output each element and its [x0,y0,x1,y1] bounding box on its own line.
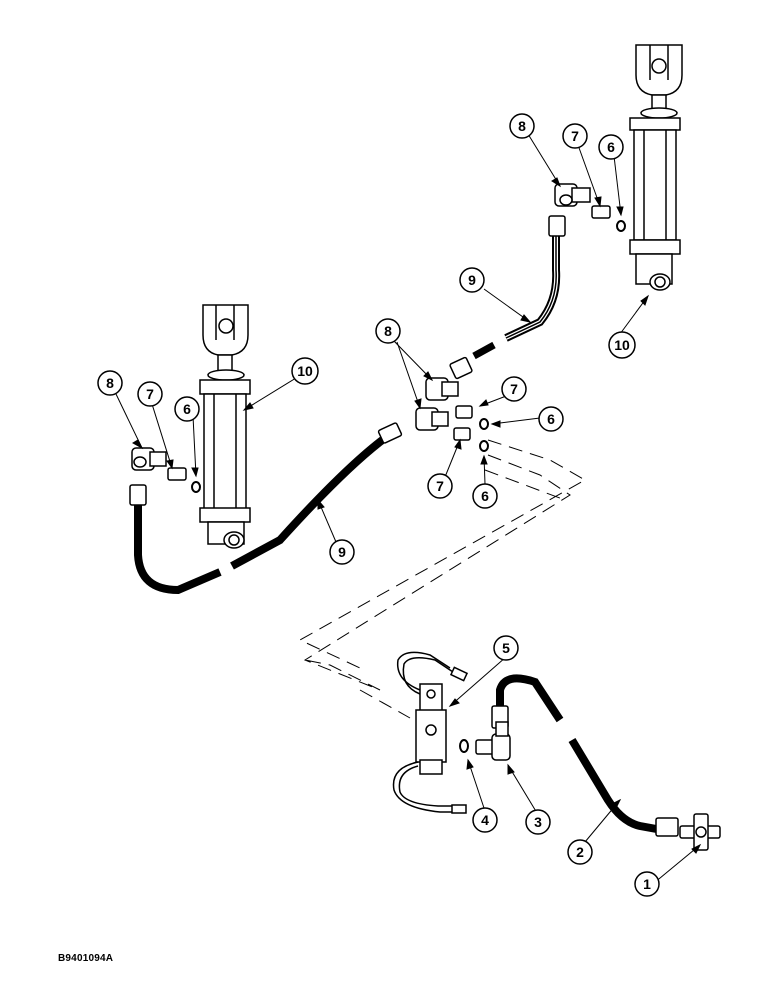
cylinder-left [199,304,251,549]
callout-6-label: 6 [607,139,615,155]
figure-code: B9401094A [58,953,114,964]
callout-7-center-upper: 7 [501,376,527,402]
callout-6-left: 6 [174,396,200,422]
callout-8-label: 8 [384,323,392,339]
callout-6-label: 6 [547,411,555,427]
callout-7-label: 7 [436,478,444,494]
elbow-fitting-center-lower [415,407,449,431]
elbow-fitting-right [554,183,591,207]
elbow-fitting-center-upper [425,377,459,401]
callout-7-left: 7 [137,381,163,407]
hose-left [134,434,388,595]
callout-8-left: 8 [97,370,123,396]
dashed-routing-lines [298,439,587,719]
hose-left-fittings [129,422,403,506]
callout-10-right: 10 [608,331,636,359]
callout-3-label: 3 [534,814,542,830]
callout-9-lower: 9 [329,539,355,565]
callout-4: 4 [472,807,498,833]
callout-8-label: 8 [518,118,526,134]
callout-6-center-right: 6 [538,406,564,432]
callout-7-label: 7 [510,381,518,397]
callout-7-label: 7 [571,128,579,144]
callout-7-label: 7 [146,386,154,402]
callout-4-label: 4 [481,812,489,828]
callout-8-center: 8 [375,318,401,344]
callout-8-upper-right: 8 [509,113,535,139]
callout-1-label: 1 [643,876,651,892]
cylinder-right [629,44,683,291]
callout-7-upper-right: 7 [562,123,588,149]
callout-2: 2 [567,839,593,865]
callout-5: 5 [493,635,519,661]
callout-10-left: 10 [291,357,319,385]
callout-3: 3 [525,809,551,835]
hose-upper-fittings [449,215,566,380]
o-rings [191,220,626,493]
callout-8-label: 8 [106,375,114,391]
elbow-fitting-left [131,447,167,471]
hose-pressure [496,674,663,834]
callout-9-label: 9 [468,272,476,288]
hose-pressure-fittings [491,705,679,837]
callout-1: 1 [634,871,660,897]
callout-10-label: 10 [614,337,630,353]
hose-upper [472,235,561,360]
tee-fitting [679,813,721,851]
callout-6-upper-right: 6 [598,134,624,160]
adapters [167,205,611,481]
valve-wires [392,651,469,814]
callout-10-label: 10 [297,363,313,379]
callout-6-label: 6 [183,401,191,417]
callout-7-center-lower: 7 [427,473,453,499]
callout-9-label: 9 [338,544,346,560]
callout-6-center-lower: 6 [472,483,498,509]
o-ring-valve [459,739,469,753]
callout-6-label: 6 [481,488,489,504]
elbow-fitting-valve [475,721,511,761]
callout-5-label: 5 [502,640,510,656]
valve-block [415,683,447,775]
callout-9-upper: 9 [459,267,485,293]
leader-lines [115,133,702,884]
callout-2-label: 2 [576,844,584,860]
